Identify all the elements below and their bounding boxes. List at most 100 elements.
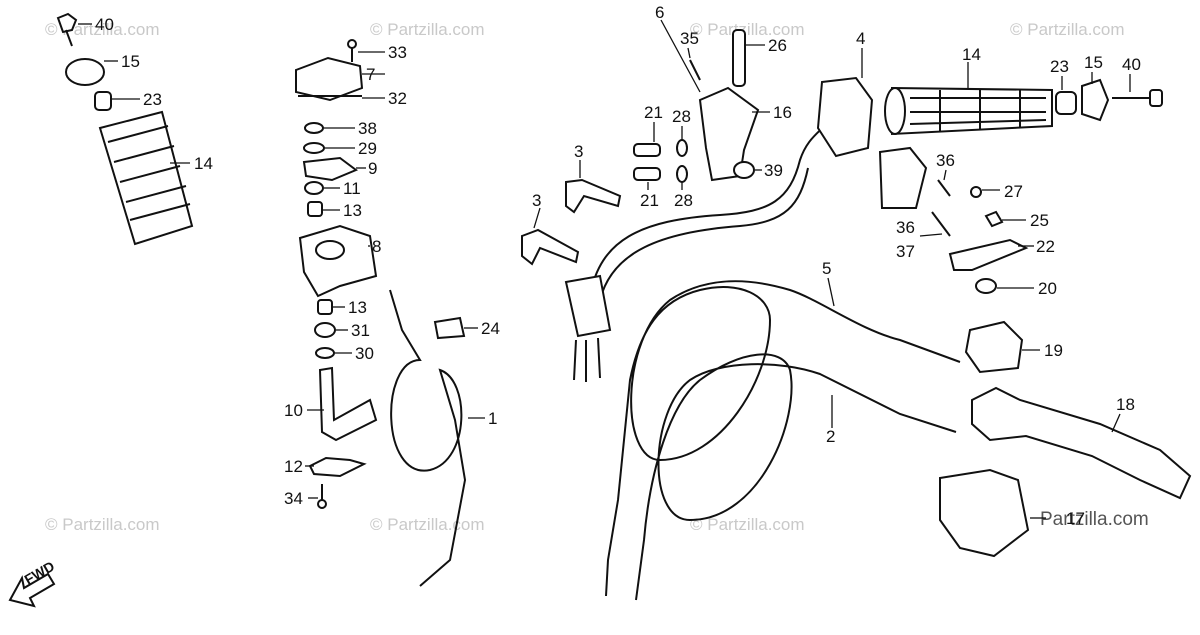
connector-terminals bbox=[573, 337, 601, 382]
leader-line bbox=[533, 207, 541, 229]
arm-9-shape bbox=[302, 156, 358, 182]
watermark-text: © Partzilla.com bbox=[1010, 20, 1125, 39]
cable-2-shape bbox=[635, 353, 957, 601]
callout-10: 10 bbox=[284, 401, 303, 420]
callout-18: 18 bbox=[1116, 395, 1135, 414]
leader-line bbox=[660, 19, 701, 93]
callout-23: 23 bbox=[143, 90, 162, 109]
callout-26: 26 bbox=[768, 36, 787, 55]
fwd-arrow-icon bbox=[8, 572, 56, 608]
grip-14b-end bbox=[884, 87, 906, 135]
screw-36b-shape bbox=[931, 211, 951, 237]
screw-33-head bbox=[347, 39, 357, 49]
end-weight-15-shape bbox=[65, 58, 105, 86]
callout-15: 15 bbox=[121, 52, 140, 71]
band-3a-shape bbox=[565, 178, 622, 214]
screw-27-shape bbox=[970, 186, 982, 198]
callout-21: 21 bbox=[644, 103, 663, 122]
callout-12: 12 bbox=[284, 457, 303, 476]
bolt-40-shaft bbox=[65, 29, 73, 47]
callout-40: 40 bbox=[1122, 55, 1141, 74]
seal-31-shape bbox=[314, 322, 336, 338]
cable-cap-24-shape bbox=[433, 316, 466, 340]
center-switch-group bbox=[521, 19, 928, 382]
callout-38: 38 bbox=[358, 119, 377, 138]
right-grip-group bbox=[884, 62, 1163, 136]
bolt-26-shape bbox=[732, 29, 746, 87]
connector-block-shape bbox=[564, 274, 612, 338]
callout-27: 27 bbox=[1004, 182, 1023, 201]
callout-6: 6 bbox=[655, 3, 664, 22]
callout-3: 3 bbox=[532, 191, 541, 210]
part-20-shape bbox=[975, 278, 997, 294]
lever-18-shape bbox=[971, 386, 1192, 500]
callout-36: 36 bbox=[936, 151, 955, 170]
throttle-housing-8-shape bbox=[298, 224, 378, 298]
callout-8: 8 bbox=[372, 237, 381, 256]
callout-5: 5 bbox=[822, 259, 831, 278]
callout-15: 15 bbox=[1084, 53, 1103, 72]
leader-line bbox=[687, 47, 691, 59]
nut-11-shape bbox=[304, 181, 324, 195]
callout-23: 23 bbox=[1050, 57, 1069, 76]
screw-21b-shape bbox=[633, 167, 661, 181]
watermark-text: © Partzilla.com bbox=[690, 20, 805, 39]
callout-labels: 40 15 23 14 33 7 32 38 29 9 11 13 8 13 3… bbox=[95, 3, 1141, 528]
callout-32: 32 bbox=[388, 89, 407, 108]
callout-13: 13 bbox=[343, 201, 362, 220]
callout-17: 17 bbox=[1066, 509, 1085, 528]
callout-40: 40 bbox=[95, 15, 114, 34]
callout-14: 14 bbox=[194, 154, 213, 173]
nut-38-shape bbox=[304, 122, 324, 134]
callout-13: 13 bbox=[348, 298, 367, 317]
part-25-shape bbox=[984, 210, 1004, 228]
washer-28a-shape bbox=[676, 139, 688, 157]
callout-25: 25 bbox=[1030, 211, 1049, 230]
watermark-text: © Partzilla.com bbox=[45, 515, 160, 534]
left-grip-group bbox=[56, 12, 194, 246]
screw-35-shape bbox=[689, 59, 701, 81]
callout-22: 22 bbox=[1036, 237, 1055, 256]
callout-35: 35 bbox=[680, 29, 699, 48]
callout-16: 16 bbox=[773, 103, 792, 122]
leader-line bbox=[943, 169, 947, 181]
throttle-group bbox=[295, 39, 485, 587]
cover-7-shape bbox=[295, 56, 364, 102]
callout-31: 31 bbox=[351, 321, 370, 340]
callout-37: 37 bbox=[896, 242, 915, 261]
grip-14-shape bbox=[98, 110, 194, 246]
screw-21a-shape bbox=[633, 143, 661, 157]
callout-2: 2 bbox=[826, 427, 835, 446]
bolt-40-shape bbox=[56, 12, 78, 34]
watermark-text: © Partzilla.com bbox=[370, 515, 485, 534]
bracket-22-shape bbox=[948, 238, 1029, 271]
callout-36: 36 bbox=[896, 218, 915, 237]
callout-21: 21 bbox=[640, 191, 659, 210]
watermark-text: © Partzilla.com bbox=[370, 20, 485, 39]
leader-line bbox=[1111, 413, 1121, 433]
clamp-12-shape bbox=[308, 456, 367, 478]
callout-34: 34 bbox=[284, 489, 303, 508]
callout-30: 30 bbox=[355, 344, 374, 363]
callout-19: 19 bbox=[1044, 341, 1063, 360]
switch-cover-shape bbox=[878, 146, 928, 209]
clutch-cables-group bbox=[605, 277, 961, 601]
callout-7: 7 bbox=[366, 65, 375, 84]
forward-direction-indicator: FWD bbox=[8, 558, 57, 608]
switch-4-shape bbox=[816, 76, 874, 158]
washer-30-shape bbox=[315, 347, 335, 359]
watermark-main-text: Partzilla.com bbox=[1040, 509, 1149, 530]
collar-23-shape bbox=[94, 91, 112, 111]
callout-24: 24 bbox=[481, 319, 500, 338]
callout-39: 39 bbox=[764, 161, 783, 180]
nut-39-shape bbox=[733, 161, 755, 179]
housing-detail bbox=[315, 240, 345, 260]
callout-33: 33 bbox=[388, 43, 407, 62]
nut-13b-shape bbox=[317, 299, 333, 315]
switch-harness-wire bbox=[589, 109, 833, 297]
callout-3: 3 bbox=[574, 142, 583, 161]
end-weight-15b-shape bbox=[1081, 78, 1110, 122]
callout-1: 1 bbox=[488, 409, 497, 428]
watermark-text: © Partzilla.com bbox=[690, 515, 805, 534]
